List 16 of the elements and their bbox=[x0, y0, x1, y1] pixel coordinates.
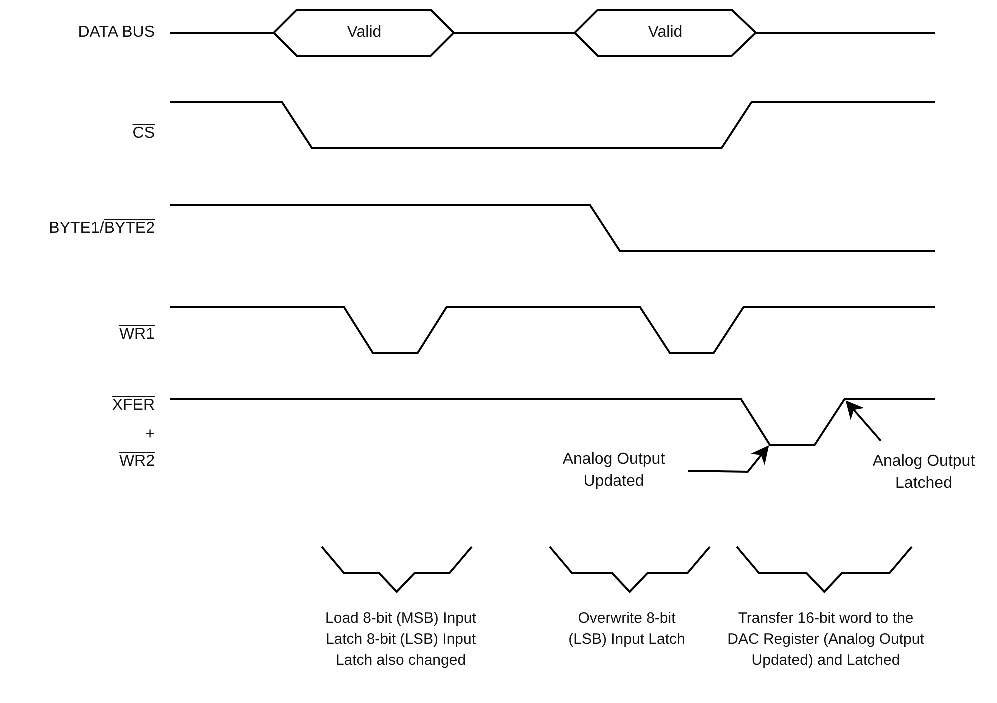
bus-state-label: Valid bbox=[647, 23, 684, 43]
signal-name: BYTE1/BYTE2 bbox=[49, 219, 155, 239]
signal-name: WR2 bbox=[119, 452, 155, 472]
bus-state-label: Valid bbox=[346, 23, 383, 43]
leader-line bbox=[846, 400, 882, 442]
signal-name: XFER bbox=[112, 396, 155, 416]
phase-description: Load 8-bit (MSB) Input Latch 8-bit (LSB) Input Latch also changed bbox=[324, 609, 478, 671]
annotation: Analog Output Updated bbox=[540, 449, 688, 493]
leader-line bbox=[688, 446, 770, 473]
signal-name: CS bbox=[132, 124, 155, 144]
signal-name: WR1 bbox=[119, 325, 155, 345]
phase-description: Transfer 16-bit word to the DAC Register (Analog Output Updated) and Latched bbox=[726, 609, 926, 671]
signal-name: DATA BUS bbox=[78, 23, 155, 43]
annotation: Analog Output Latched bbox=[850, 451, 997, 495]
signal-name: + bbox=[146, 425, 155, 445]
phase-description: Overwrite 8-bit (LSB) Input Latch bbox=[568, 609, 686, 650]
